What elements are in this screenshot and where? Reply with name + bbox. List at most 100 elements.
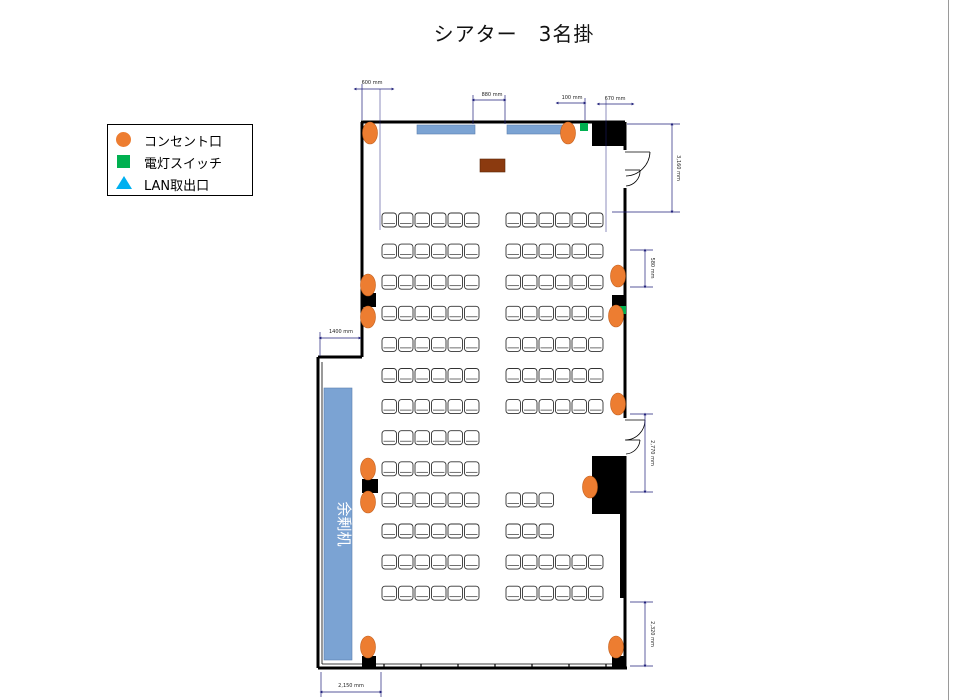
- chair: [522, 336, 538, 352]
- chair: [414, 368, 430, 383]
- chair: [398, 461, 414, 477]
- outlet-circle-icon: [360, 457, 376, 481]
- chair: [431, 492, 447, 508]
- chair: [538, 274, 554, 290]
- outlet-circle-icon: [560, 121, 576, 145]
- chair: [538, 523, 554, 539]
- chair: [381, 305, 397, 321]
- chair: [464, 336, 480, 352]
- page-border: [948, 0, 949, 700]
- chair: [398, 368, 414, 383]
- outlet-circle-icon: [608, 304, 624, 328]
- outlet-circle-icon: [608, 635, 624, 659]
- column-left-1: [362, 293, 376, 307]
- chair: [398, 243, 414, 259]
- chair: [398, 399, 414, 415]
- outlet-circle-icon: [362, 121, 378, 145]
- table-top-left: [416, 124, 476, 135]
- chair: [505, 523, 521, 539]
- chair: [381, 368, 397, 383]
- dim-880: 880 mm: [482, 92, 503, 98]
- chair: [571, 554, 587, 570]
- chair: [414, 523, 430, 539]
- table-top-right: [506, 124, 566, 135]
- chair: [588, 305, 604, 321]
- chair: [538, 492, 554, 508]
- chair: [414, 585, 430, 601]
- chair: [555, 305, 571, 321]
- column-top-right: [592, 122, 625, 146]
- legend: コンセント口 電灯スイッチ LAN取出口: [107, 124, 253, 196]
- chair: [464, 461, 480, 477]
- chair: [538, 212, 554, 228]
- chair: [538, 585, 554, 601]
- chair: [555, 212, 571, 228]
- chair: [398, 212, 414, 228]
- chair: [505, 399, 521, 415]
- chair: [381, 585, 397, 601]
- chair: [588, 585, 604, 601]
- page-title: シアター 3名掛: [433, 22, 595, 46]
- chair: [414, 430, 430, 446]
- outlets: [360, 121, 626, 659]
- wall-thick-right: [620, 514, 626, 598]
- chair: [431, 305, 447, 321]
- legend-label-switch: 電灯スイッチ: [144, 157, 223, 172]
- chair: [464, 399, 480, 415]
- dim-2150: 2,150 mm: [338, 683, 364, 689]
- chair: [464, 368, 480, 383]
- chair: [588, 243, 604, 259]
- lan-triangle-icon: [116, 176, 132, 189]
- chair: [505, 336, 521, 352]
- chair: [398, 554, 414, 570]
- chair: [571, 212, 587, 228]
- chair: [398, 492, 414, 508]
- column-bottom-right: [612, 656, 626, 668]
- chair: [431, 274, 447, 290]
- outlet-circle-icon: [116, 132, 131, 147]
- chair: [588, 368, 604, 383]
- dim-100: 100 mm: [562, 95, 583, 101]
- column-left-2: [362, 479, 378, 493]
- chair: [505, 243, 521, 259]
- chair: [447, 399, 463, 415]
- outlet-circle-icon: [610, 264, 626, 288]
- chair: [522, 243, 538, 259]
- chair: [447, 368, 463, 383]
- chair: [555, 585, 571, 601]
- window-ticks: [383, 664, 607, 668]
- chair: [522, 399, 538, 415]
- chair: [571, 399, 587, 415]
- chair: [555, 554, 571, 570]
- chair: [431, 585, 447, 601]
- chair: [571, 585, 587, 601]
- chair: [447, 274, 463, 290]
- column-right-1: [612, 295, 625, 307]
- chair: [505, 585, 521, 601]
- light-switch-right: [620, 306, 626, 314]
- chair: [538, 243, 554, 259]
- chair: [398, 585, 414, 601]
- chair: [505, 212, 521, 228]
- chair: [447, 212, 463, 228]
- chair: [447, 305, 463, 321]
- chair: [538, 368, 554, 383]
- chair: [588, 212, 604, 228]
- chair: [464, 492, 480, 508]
- chair: [588, 274, 604, 290]
- chair: [464, 274, 480, 290]
- chair: [447, 492, 463, 508]
- chair: [381, 554, 397, 570]
- chair: [522, 274, 538, 290]
- chair: [555, 336, 571, 352]
- chair: [447, 336, 463, 352]
- chair: [571, 368, 587, 383]
- dim-3160: 3,160 mm: [675, 155, 681, 181]
- light-switch-top: [580, 123, 588, 131]
- chair: [381, 212, 397, 228]
- chair: [555, 399, 571, 415]
- chair: [414, 243, 430, 259]
- chair: [588, 336, 604, 352]
- dim-580: 580 mm: [649, 258, 655, 279]
